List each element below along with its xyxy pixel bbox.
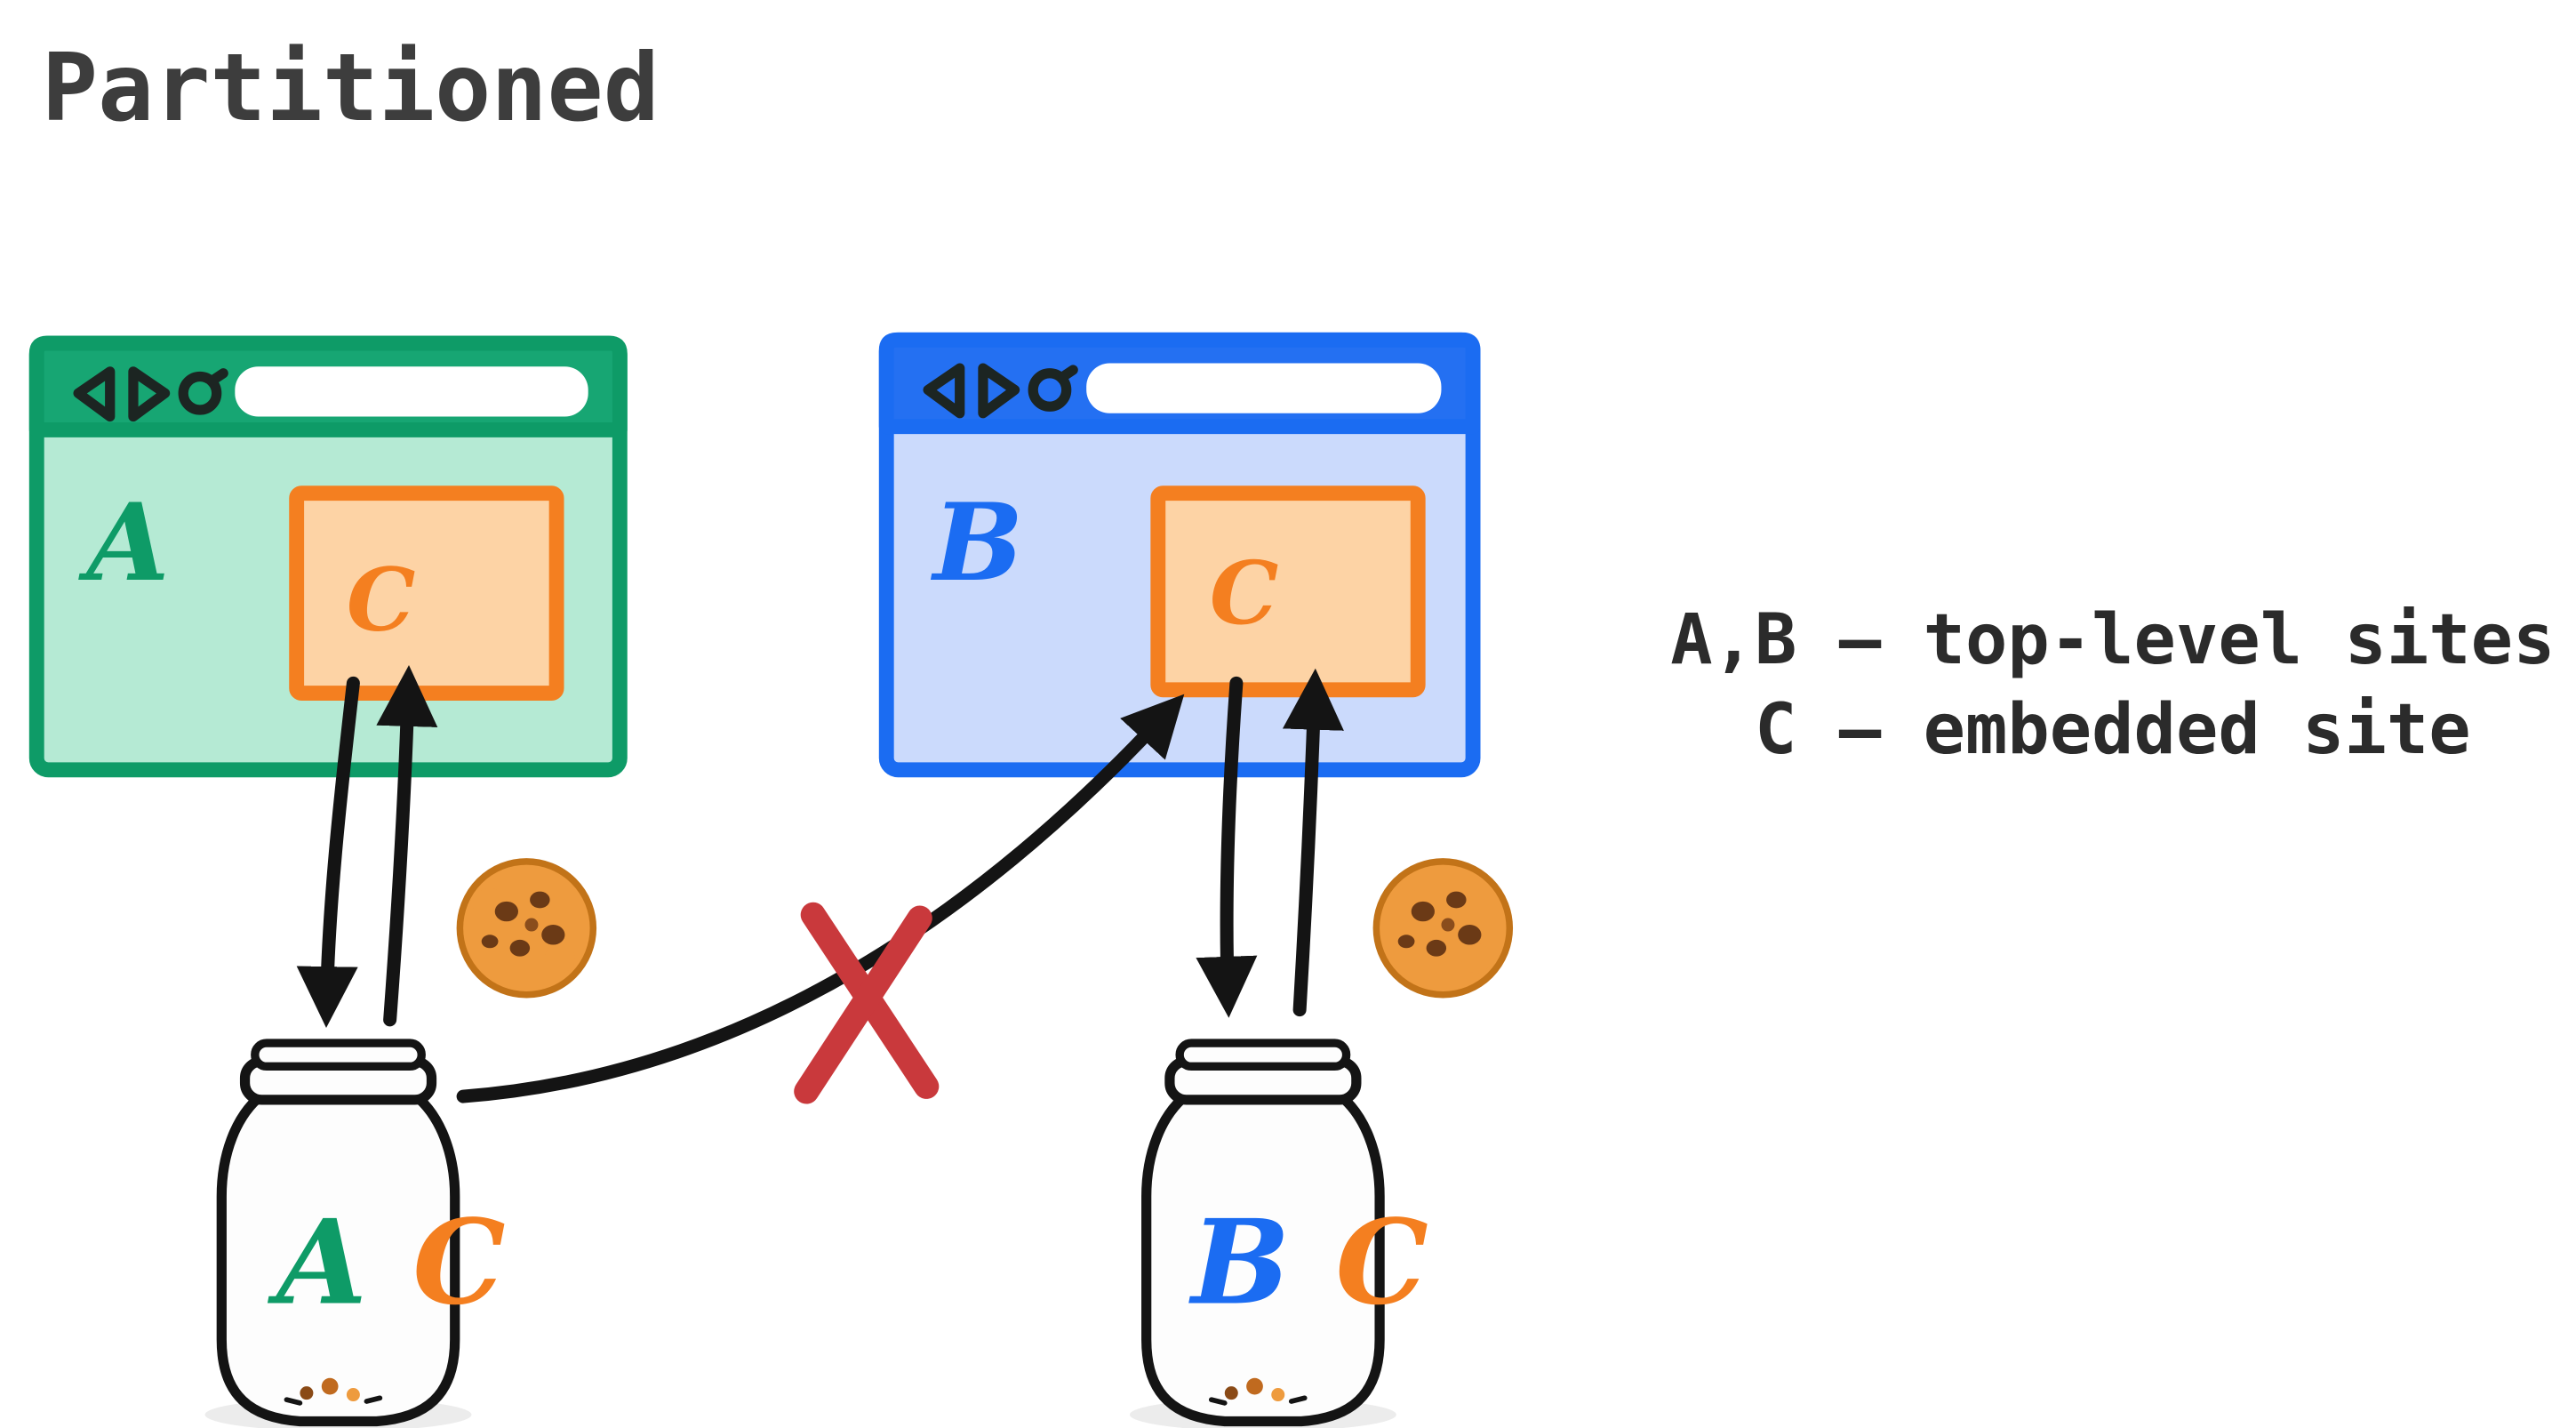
jar-lid-rim: [1175, 1039, 1351, 1071]
jar-letter-c: C: [1336, 1193, 1428, 1330]
jar-ac-label: A C: [267, 1193, 506, 1330]
url-bar: [235, 366, 588, 417]
arrow-leftjar-to-b-blocked: [456, 694, 1185, 1103]
jar-bc-label: B C: [1188, 1193, 1428, 1330]
forward-icon: [978, 363, 1020, 419]
arrow-jar-to-a: [376, 664, 438, 1027]
iframe-c-in-b: C: [1150, 485, 1426, 698]
iframe-c-label: C: [347, 548, 416, 650]
arrow-b-to-jar: [1196, 676, 1258, 1018]
blocked-x-icon: [794, 902, 940, 1104]
arrow-jar-to-b: [1282, 668, 1344, 1017]
legend-line-top-level: A,B – top-level sites: [1670, 598, 2555, 680]
forward-icon: [128, 366, 171, 422]
reload-icon: [178, 368, 228, 415]
back-icon: [923, 363, 965, 419]
cookie-icon: [456, 858, 597, 999]
cookie-jar-bc: B C: [1129, 1039, 1428, 1428]
cookie-jar-ac: A C: [204, 1039, 506, 1428]
jar-body: [216, 1086, 460, 1427]
legend-line-embedded: C – embedded site: [1755, 688, 2471, 770]
back-icon: [73, 366, 116, 422]
arrow-a-to-jar: [296, 676, 360, 1029]
url-bar: [1086, 363, 1442, 413]
iframe-c-frame: [289, 485, 564, 702]
page-title: Partitioned: [42, 34, 660, 142]
reload-icon: [1028, 365, 1078, 412]
browser-window-a: A C: [28, 335, 628, 778]
site-b-label: B: [931, 480, 1023, 606]
jar-body: [1141, 1086, 1385, 1427]
jar-lid-rim: [251, 1039, 426, 1071]
jar-letter-b: B: [1188, 1193, 1290, 1330]
iframe-c-in-a: C: [289, 485, 564, 702]
browser-window-b: B C: [878, 332, 1481, 778]
iframe-c-frame: [1150, 485, 1426, 698]
jar-letter-a: A: [267, 1193, 367, 1330]
iframe-c-label: C: [1210, 542, 1279, 644]
cookie-icon: [1372, 858, 1514, 999]
jar-letter-c: C: [412, 1193, 505, 1330]
jar-crumbs: [284, 1377, 383, 1406]
jar-crumbs: [1208, 1377, 1308, 1406]
site-a-label: A: [77, 480, 169, 606]
